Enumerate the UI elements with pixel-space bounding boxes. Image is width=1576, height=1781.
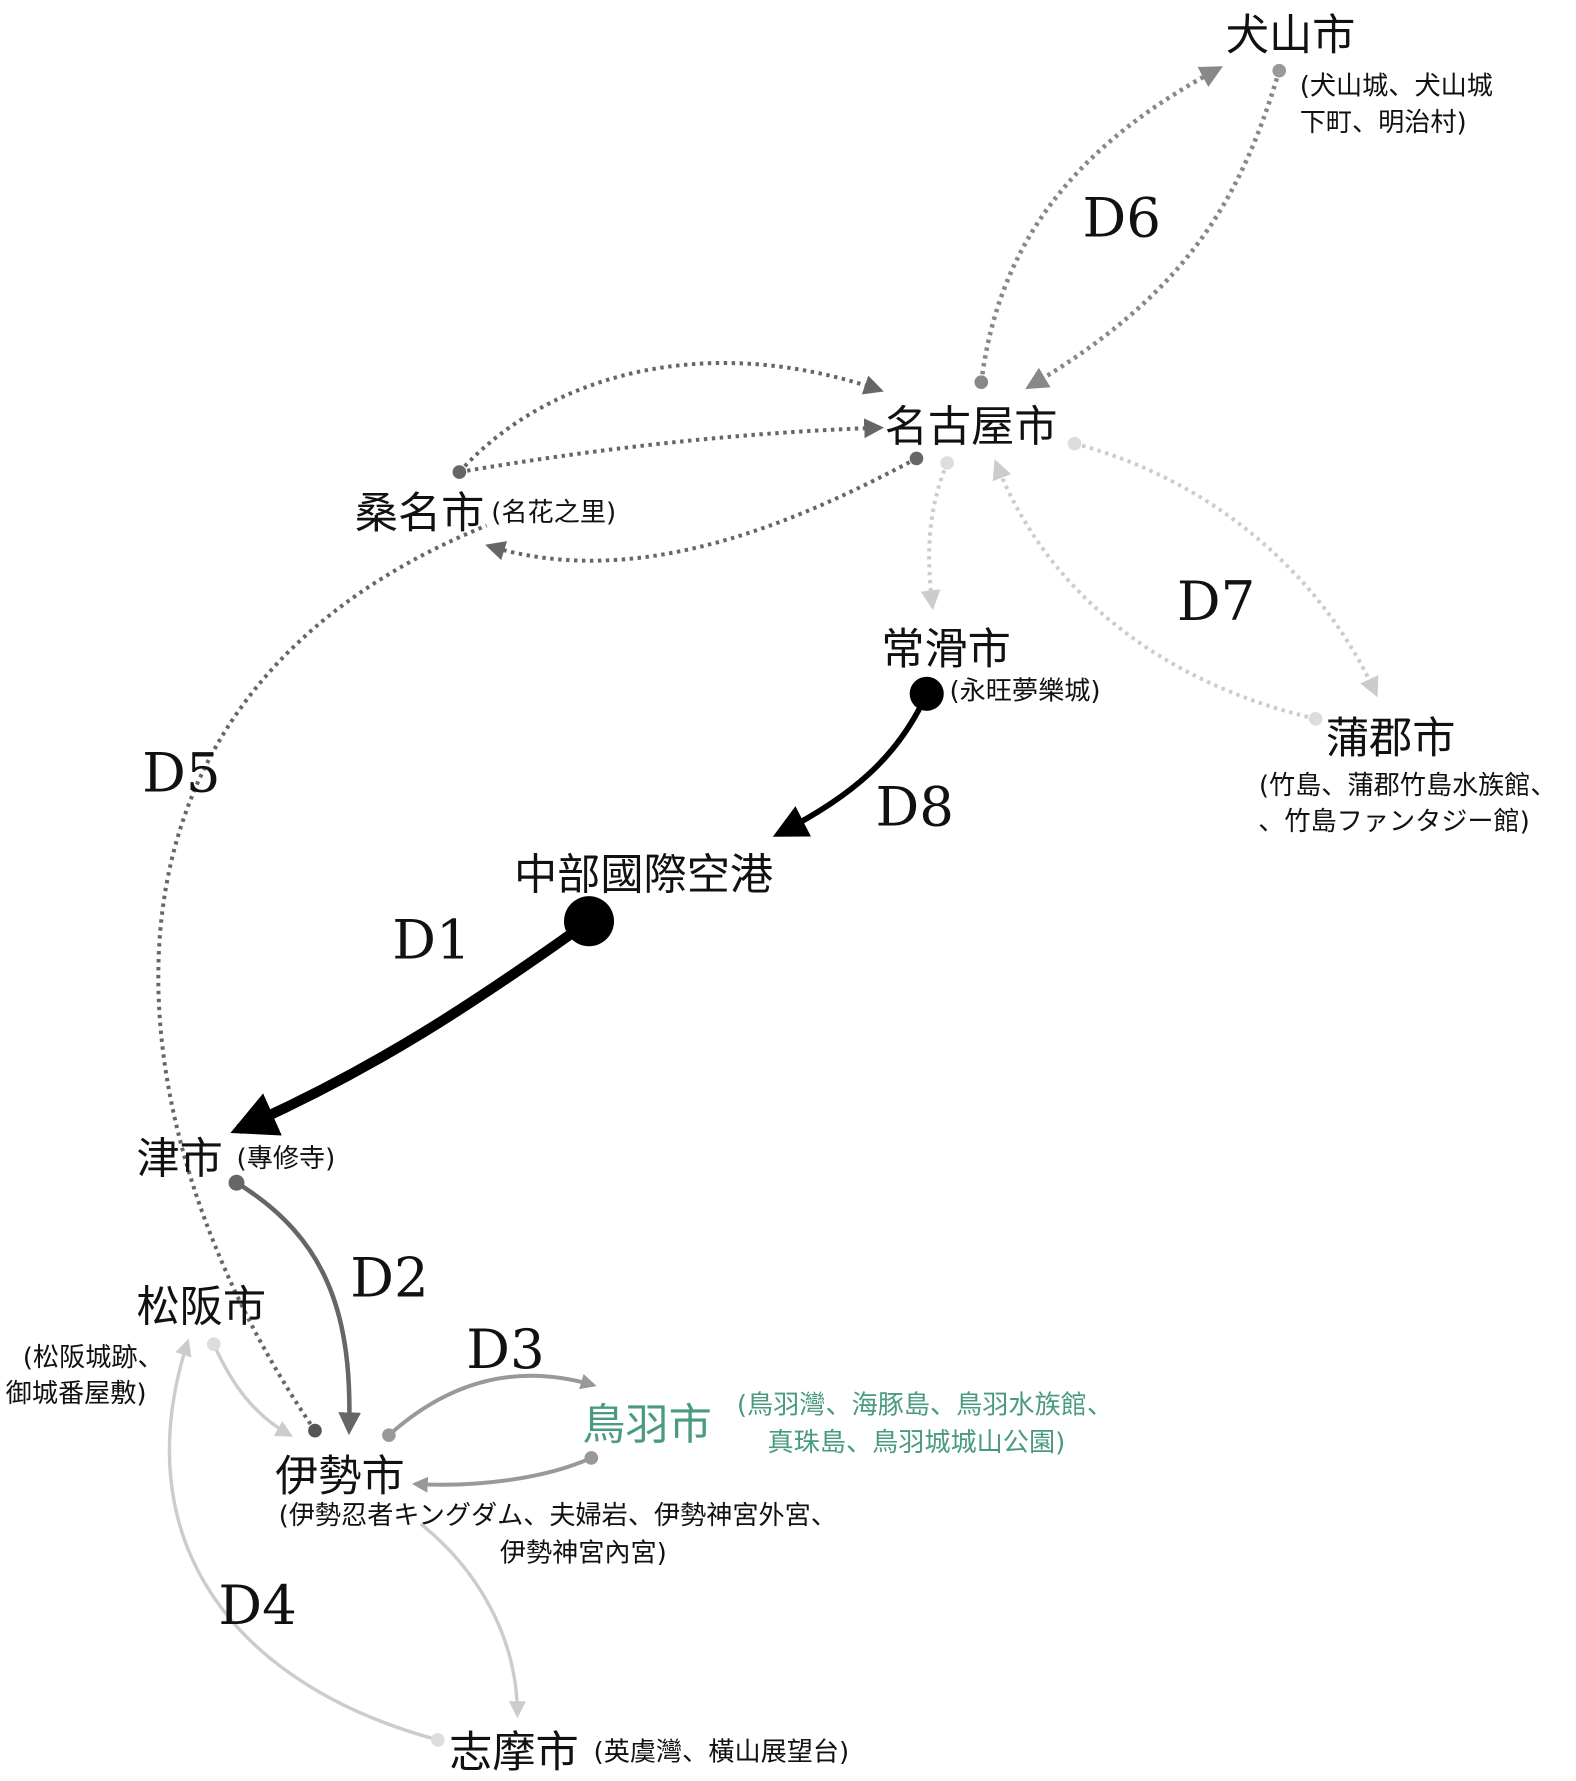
route-label-d7: D7	[1177, 569, 1255, 633]
route-label-d2: D2	[350, 1245, 428, 1309]
kuwana-sights: (名花之里)	[491, 498, 616, 528]
matsusaka-sights-2: 御城番屋敷)	[6, 1379, 147, 1409]
city-matsusaka: 松阪市	[136, 1282, 266, 1332]
city-ise: 伊勢市	[275, 1452, 405, 1502]
route-label-d6: D6	[1083, 186, 1161, 250]
route-d7-edges	[920, 441, 1379, 721]
route-d8-edge	[772, 692, 930, 837]
city-tsu: 津市	[136, 1135, 222, 1185]
city-kuwana: 桑名市	[355, 489, 485, 539]
city-tokoname: 常滑市	[881, 625, 1011, 675]
city-chubu-airport: 中部國際空港	[514, 850, 773, 900]
tsu-sights: (專修寺)	[237, 1144, 336, 1174]
gamagori-sights-2: 、竹島ファンタジー館)	[1258, 807, 1530, 837]
route-nagoya-kuwana-edges	[457, 361, 918, 563]
city-toba: 鳥羽市	[582, 1401, 712, 1451]
route-label-d4: D4	[218, 1573, 296, 1637]
city-inuyama: 犬山市	[1226, 11, 1356, 61]
toba-sights-2: 真珠島、鳥羽城城山公園)	[768, 1428, 1066, 1458]
route-label-d5: D5	[142, 741, 220, 805]
route-d5-edge	[156, 523, 488, 1432]
route-d6-edges	[979, 66, 1282, 390]
toba-sights-1: (鳥羽灣、海豚島、鳥羽水族館、	[737, 1391, 1113, 1421]
city-gamagori: 蒲郡市	[1326, 714, 1456, 764]
ise-sights-2: 伊勢神宮內宮)	[500, 1538, 667, 1568]
route-label-d1: D1	[392, 908, 470, 972]
ise-sights-1: (伊勢忍者キングダム、夫婦岩、伊勢神宮外宮、	[279, 1501, 837, 1531]
route-label-d3: D3	[466, 1317, 544, 1381]
city-shima: 志摩市	[449, 1728, 579, 1778]
gamagori-sights-1: (竹島、蒲郡竹島水族館、	[1259, 771, 1557, 801]
route-label-d8: D8	[876, 775, 954, 839]
city-nagoya: 名古屋市	[885, 402, 1058, 452]
matsusaka-sights-1: (松阪城跡、	[23, 1343, 164, 1373]
inuyama-sights-1: (犬山城、犬山城	[1300, 72, 1493, 102]
inuyama-sights-2: 下町、明治村)	[1300, 108, 1467, 138]
route-d1-edge	[230, 917, 592, 1136]
route-d2-edge	[235, 1180, 362, 1436]
shima-sights: (英虞灣、橫山展望台)	[594, 1737, 850, 1767]
route-d4-edges	[167, 1338, 526, 1742]
tokoname-sights: (永旺夢樂城)	[949, 676, 1100, 706]
route-d3-edges	[387, 1373, 597, 1493]
